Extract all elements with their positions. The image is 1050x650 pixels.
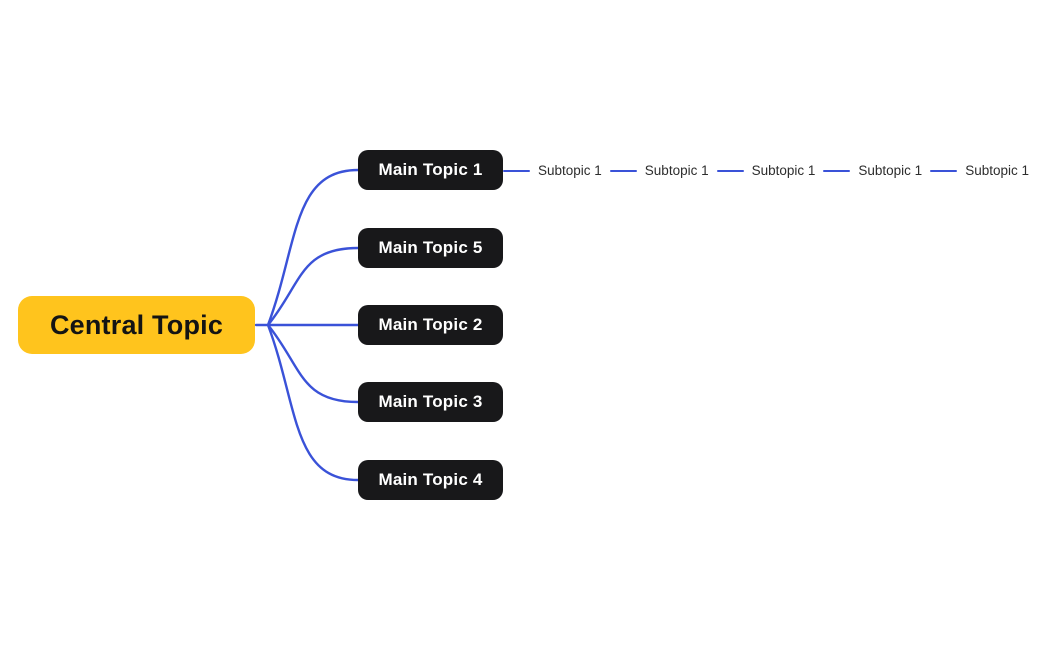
central-topic-label: Central Topic xyxy=(49,309,224,340)
subtopic-connector-line xyxy=(609,169,637,172)
connector-central-to-main-topic-4 xyxy=(266,323,360,482)
main-topic-5-label: Main Topic 5 xyxy=(378,238,483,257)
main-topic-1-label: Main Topic 1 xyxy=(378,160,483,179)
subtopic-node-1[interactable]: Subtopic 1 xyxy=(538,163,602,178)
subtopic-node-4[interactable]: Subtopic 1 xyxy=(858,163,923,178)
subtopic-chain: Subtopic 1 Subtopic 1 Subtopic 1 Subtopi… xyxy=(503,160,1029,181)
subtopic-node-3[interactable]: Subtopic 1 xyxy=(751,163,816,178)
main-topic-2-node[interactable]: Main Topic 2 xyxy=(358,305,503,345)
main-topic-2-label: Main Topic 2 xyxy=(378,315,483,334)
main-topic-3-node[interactable]: Main Topic 3 xyxy=(358,382,503,422)
connector-central-to-main-topic-1 xyxy=(266,168,360,327)
subtopic-connector-line xyxy=(930,169,958,172)
main-topic-4-node[interactable]: Main Topic 4 xyxy=(358,460,503,500)
subtopic-node-5[interactable]: Subtopic 1 xyxy=(965,163,1029,178)
subtopic-connector-line xyxy=(823,169,851,172)
main-topic-5-node[interactable]: Main Topic 5 xyxy=(358,228,503,268)
connector-central-to-main-topic-3 xyxy=(266,323,360,404)
main-topic-4-label: Main Topic 4 xyxy=(378,470,483,489)
main-topic-1-node[interactable]: Main Topic 1 xyxy=(358,150,503,190)
central-topic-node[interactable]: Central Topic xyxy=(18,296,255,354)
subtopic-connector-line xyxy=(503,169,530,172)
subtopic-connector-line xyxy=(716,169,744,172)
subtopic-node-2[interactable]: Subtopic 1 xyxy=(644,163,709,178)
connector-central-to-main-topic-5 xyxy=(266,246,360,327)
main-topic-3-label: Main Topic 3 xyxy=(378,392,483,411)
